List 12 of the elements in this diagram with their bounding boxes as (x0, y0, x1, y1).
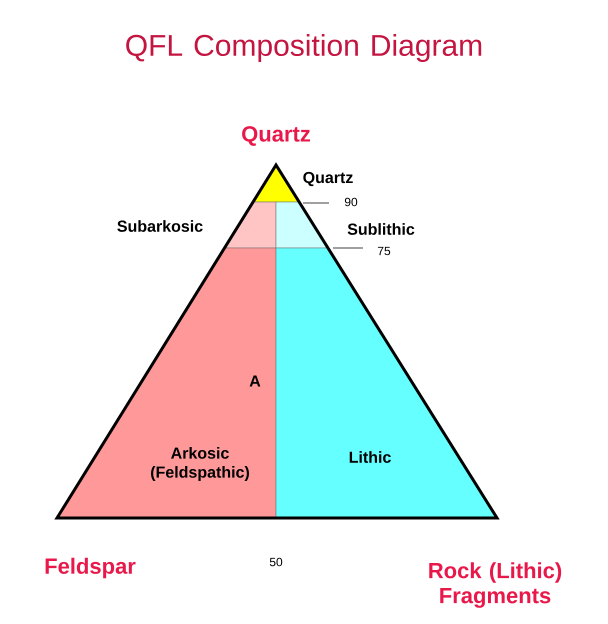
tick-value: 75 (378, 246, 390, 256)
field-region: Subarkosic (117, 202, 276, 248)
tick-value: 90 (344, 198, 358, 206)
tick-value: 50 (270, 558, 282, 566)
title: QFL Composition Diagram (126, 34, 482, 62)
axis-label: Quartz (242, 126, 310, 146)
node-label: Quartz (303, 172, 353, 186)
axis-label: Feldspar (46, 558, 136, 578)
field-region: A Arkosic (Feldspathic) (56, 248, 276, 518)
node-label: Subarkosic (117, 220, 203, 232)
node-label: Sublithic (348, 223, 414, 235)
axis-label: Rock (Lithic) Fragments (429, 562, 562, 608)
